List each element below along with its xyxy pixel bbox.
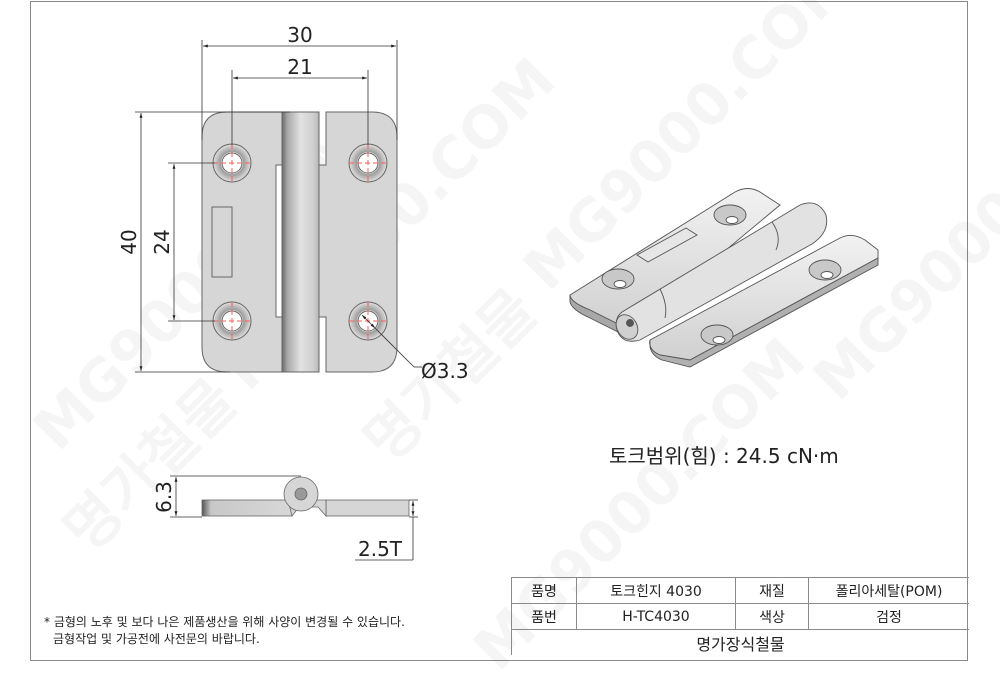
mounting-hole (348, 143, 388, 183)
front-view: 30 21 40 24 Ø3.3 (117, 23, 469, 383)
side-view: 6.3 2.5T (152, 475, 418, 561)
label-material: 재질 (735, 577, 809, 604)
mounting-hole (212, 143, 252, 183)
disclaimer-note: * 금형의 노후 및 보다 나은 제품생산을 위해 사양이 변경될 수 있습니다… (44, 614, 405, 648)
isometric-view (569, 188, 879, 368)
dim-plate-thickness: 2.5T (358, 537, 403, 561)
value-material: 폴리아세탈(POM) (808, 577, 969, 604)
dim-hole-spacing-vertical: 24 (150, 229, 174, 254)
torque-range-label: 토크범위(힘) : 24.5 cN·m (609, 444, 839, 468)
dim-overall-width: 30 (287, 23, 312, 47)
table-row: 명가장식철물 (511, 629, 969, 655)
dim-overall-thickness: 6.3 (152, 481, 176, 513)
table-row: 품번 H-TC4030 색상 검정 (511, 603, 969, 630)
label-part-number: 품번 (511, 603, 577, 630)
table-row: 품명 토크힌지 4030 재질 폴리아세탈(POM) (511, 577, 969, 604)
dim-hole-diameter: Ø3.3 (421, 359, 469, 383)
note-line-1: * 금형의 노후 및 보다 나은 제품생산을 위해 사양이 변경될 수 있습니다… (44, 615, 405, 629)
value-part-number: H-TC4030 (576, 603, 736, 630)
value-product-name: 토크힌지 4030 (576, 577, 736, 604)
technical-drawing: 30 21 40 24 Ø3.3 6.3 2.5T (117, 23, 879, 561)
note-line-2: 금형작업 및 가공전에 사전문의 바랍니다. (53, 632, 260, 646)
company-name: 명가장식철물 (511, 629, 969, 655)
mounting-hole (212, 301, 252, 341)
dim-hole-spacing-horizontal: 21 (287, 55, 312, 79)
dim-overall-height: 40 (117, 229, 141, 254)
label-color: 색상 (735, 603, 809, 630)
spec-table: 품명 토크힌지 4030 재질 폴리아세탈(POM) 품번 H-TC4030 색… (511, 577, 969, 655)
value-color: 검정 (808, 603, 969, 630)
label-product-name: 품명 (511, 577, 577, 604)
